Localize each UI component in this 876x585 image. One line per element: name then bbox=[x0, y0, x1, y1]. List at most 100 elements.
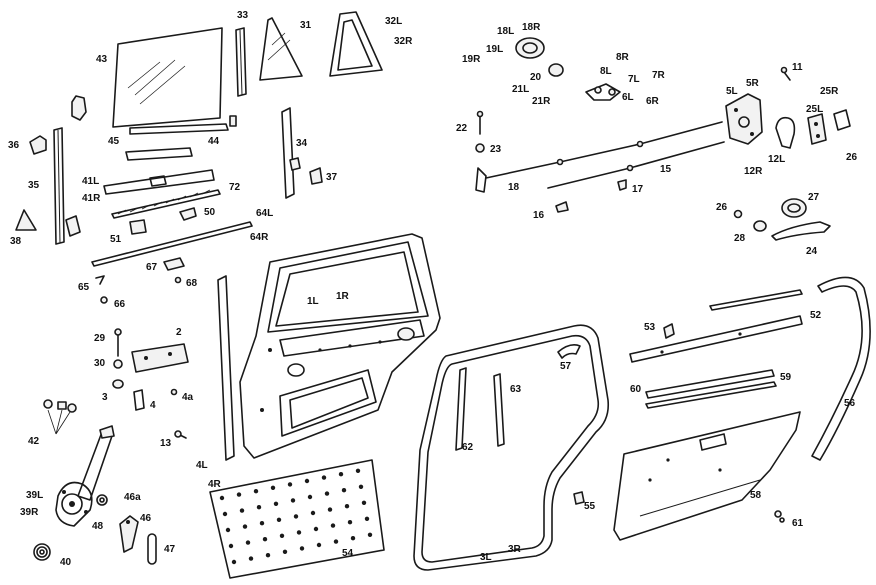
sheet-hole bbox=[253, 489, 259, 494]
label-42: 42 bbox=[28, 436, 40, 447]
label-32R: 32R bbox=[394, 36, 413, 47]
sheet-hole bbox=[276, 517, 282, 522]
sheet-hole bbox=[245, 540, 251, 545]
sheet-hole bbox=[364, 516, 370, 521]
label-18: 18 bbox=[508, 182, 520, 193]
part-59-outer-belt-strip bbox=[645, 369, 777, 409]
label-67: 67 bbox=[146, 262, 158, 273]
label-23: 23 bbox=[490, 144, 502, 155]
sheet-hole bbox=[347, 520, 353, 525]
label-48: 48 bbox=[92, 521, 104, 532]
part-46-window-crank bbox=[119, 515, 139, 553]
label-19R: 19R bbox=[462, 54, 481, 65]
label-38: 38 bbox=[10, 236, 22, 247]
label-8L: 8L bbox=[600, 66, 612, 77]
part-34-rear-channel bbox=[281, 107, 301, 199]
part-65-pin bbox=[95, 275, 105, 285]
sheet-hole bbox=[358, 484, 364, 489]
label-24: 24 bbox=[806, 246, 818, 257]
label-7R: 7R bbox=[652, 70, 666, 81]
label-19L: 19L bbox=[486, 44, 503, 55]
part-20-ring bbox=[548, 63, 564, 77]
label-40: 40 bbox=[60, 557, 72, 568]
label-39L: 39L bbox=[26, 490, 43, 501]
part-3-door-weatherstrip bbox=[413, 324, 610, 571]
part-top-clip bbox=[71, 95, 87, 121]
label-72: 72 bbox=[229, 182, 241, 193]
label-18L: 18L bbox=[497, 26, 514, 37]
label-56: 56 bbox=[844, 398, 856, 409]
label-51: 51 bbox=[110, 234, 122, 245]
part-38-wedge bbox=[15, 209, 37, 231]
sheet-hole bbox=[327, 507, 333, 512]
part-40-spring bbox=[33, 543, 51, 561]
part-36-bracket bbox=[29, 135, 47, 155]
label-1L: 1L bbox=[307, 296, 319, 307]
part-56-rear-channel-seal bbox=[811, 276, 871, 461]
part-61-screw bbox=[774, 510, 785, 523]
sheet-hole bbox=[287, 482, 293, 487]
part-4-link bbox=[133, 389, 145, 411]
sheet-hole bbox=[330, 523, 336, 528]
sheet-hole bbox=[270, 485, 276, 490]
label-29: 29 bbox=[94, 333, 106, 344]
label-17: 17 bbox=[632, 184, 644, 195]
part-45-upper-strip bbox=[129, 123, 229, 135]
sheet-hole bbox=[310, 510, 316, 516]
label-58: 58 bbox=[750, 490, 762, 501]
part-72-weatherstrip bbox=[111, 189, 221, 219]
part-4a-screw bbox=[170, 388, 178, 396]
sheet-hole bbox=[296, 530, 302, 535]
label-21L: 21L bbox=[512, 84, 529, 95]
label-46a: 46a bbox=[124, 492, 141, 503]
part-67-clip bbox=[163, 257, 185, 271]
part-44-clip bbox=[229, 115, 237, 127]
part-42-regulator-parts bbox=[43, 399, 77, 435]
part-55-plug bbox=[573, 491, 585, 505]
sheet-hole bbox=[282, 549, 288, 554]
label-68: 68 bbox=[186, 278, 198, 289]
part-12-striker bbox=[775, 116, 796, 149]
label-43: 43 bbox=[96, 54, 108, 65]
part-54-vapor-barrier bbox=[209, 459, 385, 579]
label-3: 3 bbox=[102, 392, 108, 403]
label-20: 20 bbox=[530, 72, 542, 83]
label-3L: 3L bbox=[480, 552, 492, 563]
part-16-clip bbox=[555, 201, 569, 213]
part-51-guide bbox=[65, 215, 147, 237]
label-8R: 8R bbox=[616, 52, 630, 63]
sheet-hole bbox=[307, 494, 313, 500]
part-37-clip bbox=[309, 167, 323, 185]
label-4a: 4a bbox=[182, 392, 194, 403]
label-60: 60 bbox=[630, 384, 642, 395]
sheet-hole bbox=[225, 527, 231, 533]
sheet-hole bbox=[316, 542, 322, 548]
part-18-handle-escutcheon bbox=[515, 37, 545, 59]
part-15-remote-rod-upper bbox=[485, 121, 723, 179]
part-48-washer bbox=[96, 494, 108, 506]
part-64-belt-strip bbox=[91, 221, 253, 267]
sheet-hole bbox=[248, 556, 254, 561]
part-23-grommet bbox=[475, 143, 485, 153]
sheet-hole bbox=[236, 492, 242, 497]
sheet-hole bbox=[231, 559, 237, 565]
sheet-hole bbox=[299, 546, 305, 551]
sheet-hole bbox=[259, 521, 265, 526]
part-60-inner-belt-strip bbox=[629, 315, 803, 363]
label-6R: 6R bbox=[646, 96, 660, 107]
part-47-crank-knob bbox=[147, 533, 157, 565]
label-6L: 6L bbox=[622, 92, 634, 103]
label-61: 61 bbox=[792, 518, 804, 529]
label-41L: 41L bbox=[82, 176, 99, 187]
part-30-nut bbox=[113, 359, 123, 369]
sheet-hole bbox=[242, 524, 248, 529]
label-47: 47 bbox=[164, 544, 176, 555]
label-13: 13 bbox=[160, 438, 172, 449]
part-39-regulator-gear bbox=[55, 481, 93, 527]
label-63: 63 bbox=[510, 384, 522, 395]
sheet-hole bbox=[239, 508, 245, 513]
label-41R: 41R bbox=[82, 193, 101, 204]
label-15: 15 bbox=[660, 164, 672, 175]
part-41-lift-channel bbox=[103, 169, 215, 195]
